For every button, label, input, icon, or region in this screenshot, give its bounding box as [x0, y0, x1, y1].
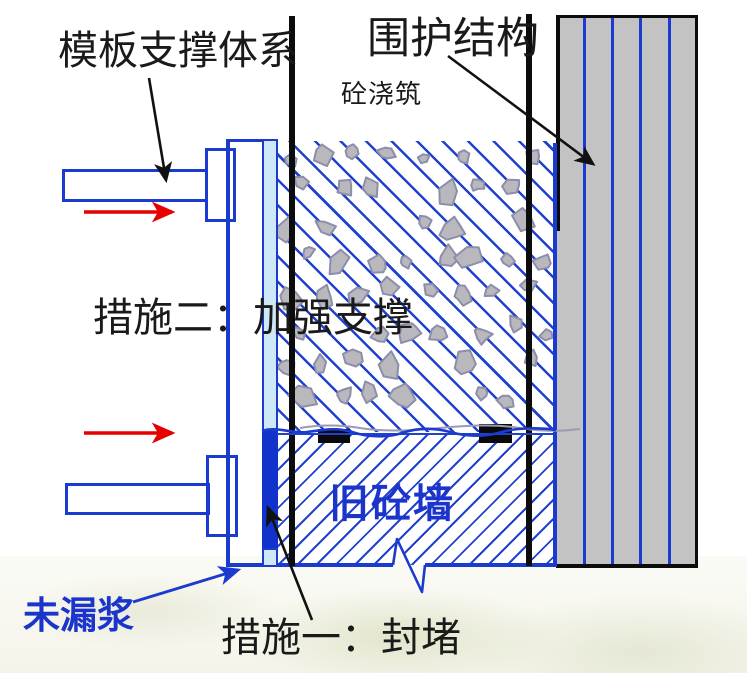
formwork-leader-arrow — [147, 77, 173, 184]
support-prop-upper — [62, 169, 208, 202]
wall-bottom-line-left — [226, 563, 393, 567]
label-enclosure-structure: 围护结构 — [367, 16, 539, 63]
label-measure-one: 措施一：封堵 — [221, 615, 461, 660]
formwork-face-seal-strip — [262, 431, 278, 548]
vertical-tie-line-left — [289, 16, 295, 566]
waler-clamp-upper — [205, 148, 236, 222]
background-watermark — [0, 556, 747, 673]
label-formwork-support: 模板支撑体系 — [58, 28, 298, 73]
joint-seal-block-left — [318, 429, 350, 443]
formwork-panel-edge — [226, 139, 230, 566]
label-measure-two: 措施二：加强支撑 — [93, 295, 413, 340]
label-old-concrete-wall: 旧砼墙 — [329, 481, 455, 526]
label-no-grout-leak: 未漏浆 — [23, 596, 134, 637]
formwork-panel-top — [226, 139, 278, 142]
old-concrete-wall-hatch-region — [277, 434, 553, 565]
enclosure-wall — [556, 15, 698, 568]
wall-joint-line — [639, 18, 642, 564]
wall-bottom-line-right — [425, 563, 556, 567]
support-prop-lower — [65, 483, 210, 515]
wall-joint-line — [611, 18, 614, 564]
formwork-face-upper — [262, 139, 278, 431]
waler-clamp-lower — [206, 455, 238, 537]
formwork-face-lower — [262, 548, 278, 567]
wall-left-edge-blue — [553, 143, 557, 567]
vertical-tie-line-right — [526, 14, 532, 566]
fresh-concrete-hatch-region — [277, 141, 553, 432]
label-concrete-pouring: 砼浇筑 — [341, 80, 423, 109]
wall-joint-line — [668, 18, 671, 564]
joint-seal-block-right — [479, 424, 512, 443]
wall-joint-line — [583, 18, 586, 564]
